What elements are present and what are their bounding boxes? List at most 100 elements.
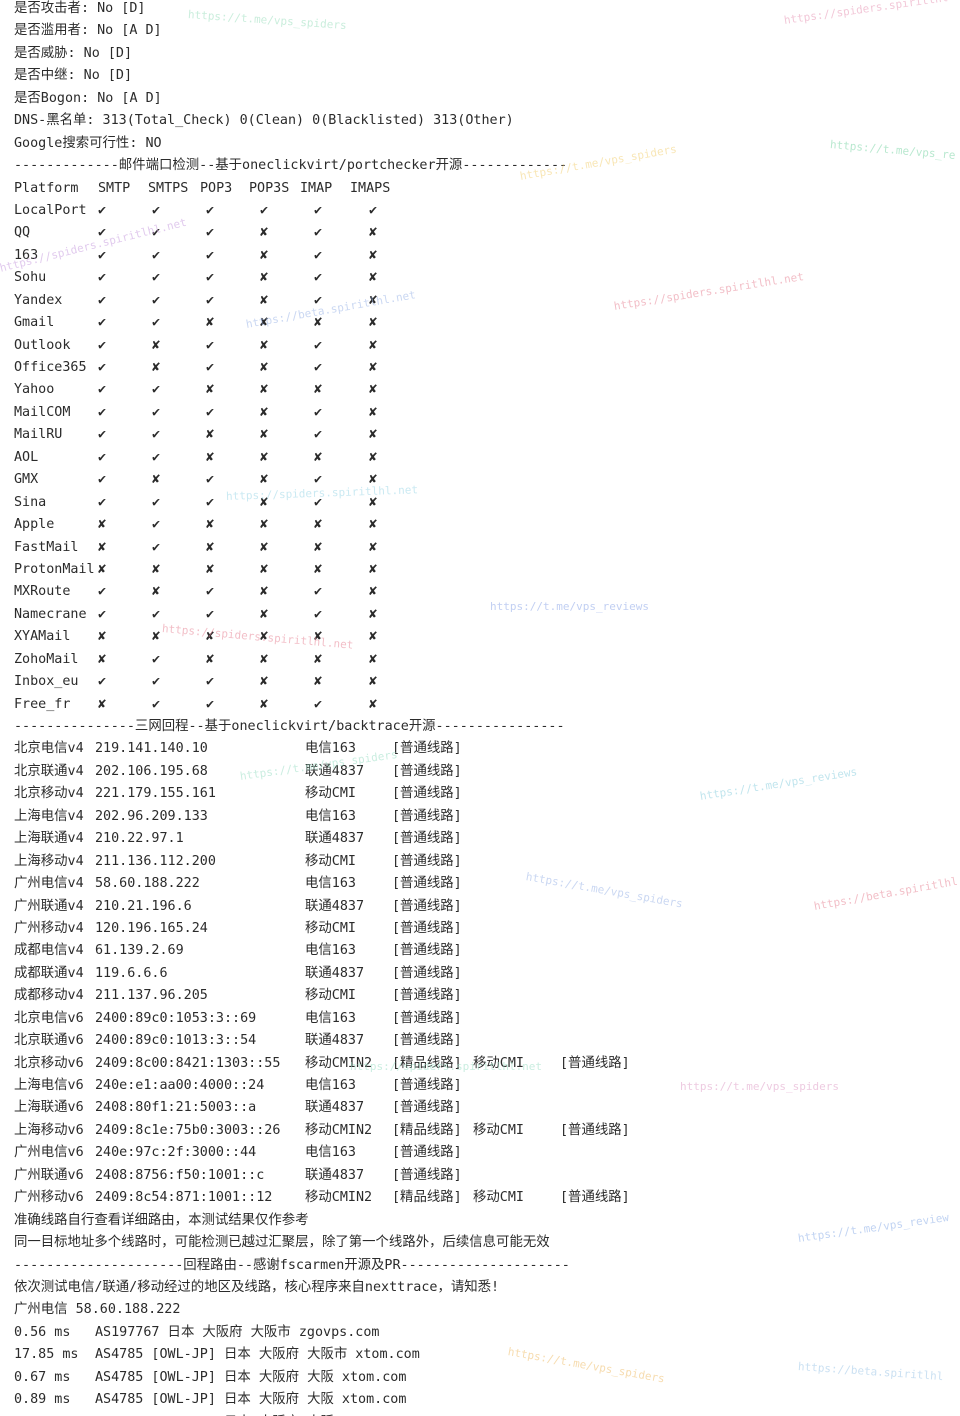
location: 广州电信v4 [14,876,84,892]
mail-table-row: Outlook✔✘✔✘✔✘ [14,335,954,357]
check-icon: ✔ [314,202,323,218]
cross-icon: ✘ [260,360,269,375]
summary-line: 是否滥用者: No [A D] [14,23,162,39]
cross-icon: ✘ [369,292,378,308]
location: 成都电信v4 [14,943,84,959]
cross-icon: ✘ [260,449,269,465]
route-type: [普通线路] [392,1010,462,1026]
column-header: POP3 [200,180,233,196]
route-type: [普通线路] [560,1190,630,1206]
cross-icon: ✘ [152,360,161,375]
carrier: 联通4837 [305,898,365,914]
route-type: [普通线路] [392,808,462,824]
hop-latency: 17.85 ms [14,1347,79,1363]
check-icon: ✔ [98,315,107,331]
check-icon: ✔ [152,539,161,555]
carrier: 移动CMI [305,786,356,802]
cross-icon: ✘ [369,360,378,375]
ip-address: 2409:8c54:871:1001::12 [95,1190,273,1206]
ip-address: 58.60.188.222 [95,876,200,892]
check-icon: ✔ [98,674,107,690]
ip-address: 210.22.97.1 [95,831,184,847]
location: 上海移动v6 [14,1122,84,1138]
check-icon: ✔ [98,337,107,353]
check-icon: ✔ [314,404,323,420]
cross-icon: ✘ [152,561,161,577]
ip-address: 211.136.112.200 [95,853,216,869]
check-icon: ✔ [314,494,323,510]
route-target: 广州电信 58.60.188.222 [14,1302,181,1318]
check-icon: ✔ [206,337,215,353]
check-icon: ✔ [98,427,107,443]
route-type: [精品线路] [392,1190,462,1206]
check-icon: ✔ [152,674,161,690]
check-icon: ✔ [206,584,215,600]
check-icon: ✔ [206,202,215,218]
column-header: IMAP [300,180,333,196]
cross-icon: ✘ [206,382,215,398]
platform-name: 163 [14,247,39,263]
check-icon: ✔ [152,449,161,465]
check-icon: ✔ [152,606,161,622]
hop-latency: 0.56 ms [14,1324,71,1340]
backtrace-notes: 准确线路自行查看详细路由，本测试结果仅作参考同一目标地址多个线路时，可能检测已越… [14,1210,954,1255]
cross-icon: ✘ [152,584,161,600]
platform-name: AOL [14,449,39,465]
check-icon: ✔ [314,696,323,712]
mail-table-row: MailRU✔✔✘✘✔✘ [14,424,954,446]
ip-address: 2409:8c00:8421:1303::55 [95,1055,281,1071]
cross-icon: ✘ [206,561,215,577]
hop-latency: 0.89 ms [14,1392,71,1408]
check-icon: ✔ [98,494,107,510]
cross-icon: ✘ [260,517,269,533]
ip-address: 119.6.6.6 [95,965,168,981]
platform-name: Gmail [14,315,55,331]
check-icon: ✔ [206,674,215,690]
ip-quality-summary: 是否攻击者: No [D]是否滥用者: No [A D]是否威胁: No [D]… [14,0,954,155]
route-type: [普通线路] [392,1167,462,1183]
ip-address: 2409:8c1e:75b0:3003::26 [95,1122,281,1138]
route-type: [普通线路] [392,763,462,779]
platform-name: XYAMail [14,629,71,645]
check-icon: ✔ [314,337,323,353]
check-icon: ✔ [98,584,107,600]
cross-icon: ✘ [314,674,323,690]
location: 上海电信v6 [14,1078,84,1093]
cross-icon: ✘ [260,606,269,622]
mail-table-row: Sohu✔✔✔✘✔✘ [14,267,954,289]
check-icon: ✔ [314,472,323,488]
cross-icon: ✘ [98,629,107,645]
route-type: [普通线路] [392,988,462,1004]
cross-icon: ✘ [369,225,378,241]
route-type: [普通线路] [392,786,462,802]
ip-address: 2408:80f1:21:5003::a [95,1100,257,1116]
check-icon: ✔ [314,292,323,308]
summary-line: Google搜索可行性: NO [14,135,162,151]
check-icon: ✔ [98,606,107,622]
mail-table-row: ProtonMail✘✘✘✘✘✘ [14,559,954,581]
cross-icon: ✘ [314,539,323,555]
carrier: 移动CMI [473,1055,524,1071]
cross-icon: ✘ [369,382,378,398]
check-icon: ✔ [152,404,161,420]
cross-icon: ✘ [369,337,378,353]
check-icon: ✔ [206,360,215,375]
carrier: 移动CMI [305,853,356,869]
location: 上海移动v4 [14,853,84,869]
cross-icon: ✘ [260,539,269,555]
check-icon: ✔ [206,472,215,488]
check-icon: ✔ [152,517,161,533]
cross-icon: ✘ [206,427,215,443]
check-icon: ✔ [206,494,215,510]
route-type: [普通线路] [392,831,462,847]
platform-name: ZohoMail [14,651,79,667]
check-icon: ✔ [98,449,107,465]
